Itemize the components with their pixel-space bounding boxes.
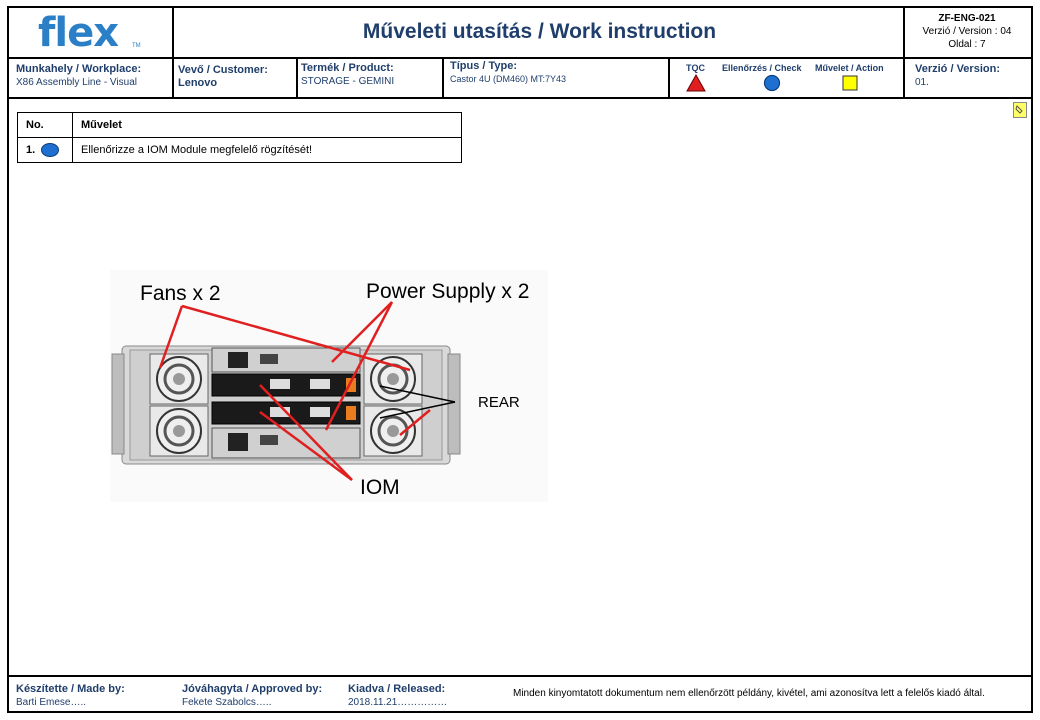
document-code-block: ZF-ENG-021 Verzió / Version : 04 Oldal :… (905, 12, 1029, 51)
customer-label: Vevő / Customer: (178, 64, 268, 76)
info-divider (7, 97, 1033, 99)
workplace-value: X86 Assembly Line - Visual (16, 77, 137, 88)
document-version: Verzió / Version : 04 (922, 26, 1012, 37)
fans-label: Fans x 2 (140, 282, 221, 305)
column-header-no: No. (17, 112, 73, 138)
row-operation-text: Ellenőrizze a IOM Module megfelelő rögzí… (72, 137, 462, 163)
made-by-label: Készítette / Made by: (16, 683, 125, 695)
footer-note: Minden kinyomtatott dokumentum nem ellen… (513, 688, 985, 699)
rear-view-figure: Fans x 2 Power Supply x 2 REAR IOM (110, 270, 548, 502)
workplace-divider (172, 57, 174, 99)
flex-logo: flex (38, 10, 119, 56)
iom-label: IOM (360, 476, 400, 499)
type-value: Castor 4U (DM460) MT:7Y43 (450, 74, 567, 84)
table-row: 1. Ellenőrizze a IOM Module megfelelő rö… (17, 137, 462, 163)
power-supply-label: Power Supply x 2 (366, 280, 530, 303)
header-divider (7, 57, 1033, 59)
product-label: Termék / Product: (301, 62, 394, 74)
version-label: Verzió / Version: (915, 63, 1000, 75)
code-divider (903, 6, 905, 99)
released-value: 2018.11.21…………… (348, 697, 448, 708)
attachment-note-icon[interactable] (1013, 102, 1027, 118)
approved-by-label: Jóváhagyta / Approved by: (182, 683, 323, 695)
legend-check-label: Ellenőrzés / Check (722, 63, 802, 73)
workplace-label: Munkahely / Workplace: (16, 63, 142, 75)
logo-trademark: TM (132, 43, 141, 49)
customer-divider (296, 57, 298, 99)
document-frame (7, 6, 1033, 713)
product-value: STORAGE - GEMINI (301, 76, 395, 87)
legend-action-label: Művelet / Action (815, 63, 884, 73)
action-square-icon (842, 75, 858, 91)
legend-tqc-label: TQC (686, 63, 705, 73)
logo-divider (172, 6, 174, 59)
row-number-cell: 1. (17, 137, 73, 163)
document-page: Oldal : 7 (948, 39, 986, 50)
product-divider (442, 57, 444, 99)
page-title: Műveleti utasítás / Work instruction (362, 20, 717, 43)
footer-divider (7, 675, 1033, 677)
approved-by-value: Fekete Szabolcs….. (182, 697, 272, 708)
operations-header-row: No. Művelet (17, 112, 462, 138)
version-value: 01. (915, 77, 929, 88)
column-header-operation: Művelet (72, 112, 462, 138)
released-label: Kiadva / Released: (348, 683, 446, 695)
rear-label: REAR (478, 394, 520, 411)
check-circle-icon (41, 143, 60, 157)
operations-table: No. Művelet 1. Ellenőrizze a IOM Module … (17, 112, 462, 163)
type-label: Típus / Type: (450, 60, 518, 72)
enclosure-illustration (111, 301, 461, 482)
document-code: ZF-ENG-021 (938, 13, 996, 24)
customer-value: Lenovo (178, 77, 218, 89)
row-number: 1. (26, 143, 36, 156)
tqc-triangle-icon (686, 74, 706, 92)
type-divider (668, 57, 670, 99)
check-circle-icon (763, 74, 781, 92)
made-by-value: Barti Emese….. (16, 697, 87, 708)
